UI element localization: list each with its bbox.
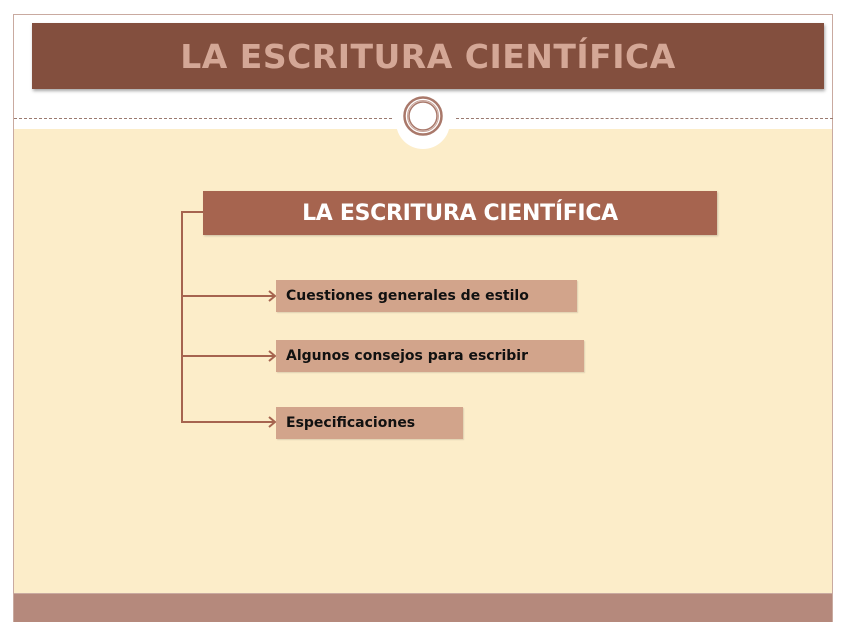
- diagram-heading-text: LA ESCRITURA CIENTÍFICA: [302, 200, 618, 226]
- divider-line-left: [14, 118, 392, 119]
- diagram-item-consejos: Algunos consejos para escribir: [276, 340, 584, 372]
- footer-bar: [14, 593, 832, 622]
- diagram-item-label: Cuestiones generales de estilo: [286, 288, 529, 304]
- diagram-item-label: Especificaciones: [286, 415, 416, 431]
- diagram-item-label: Algunos consejos para escribir: [286, 348, 528, 364]
- diagram-item-especificaciones: Especificaciones: [276, 407, 463, 439]
- diagram-heading: LA ESCRITURA CIENTÍFICA: [203, 191, 717, 235]
- slide-title-bar: LA ESCRITURA CIENTÍFICA: [32, 23, 824, 89]
- slide-title: LA ESCRITURA CIENTÍFICA: [180, 36, 676, 76]
- divider-line-right: [456, 118, 833, 119]
- arrow-icon: [268, 290, 277, 428]
- circle-ornament-icon: [403, 96, 443, 136]
- diagram-item-cuestiones: Cuestiones generales de estilo: [276, 280, 577, 312]
